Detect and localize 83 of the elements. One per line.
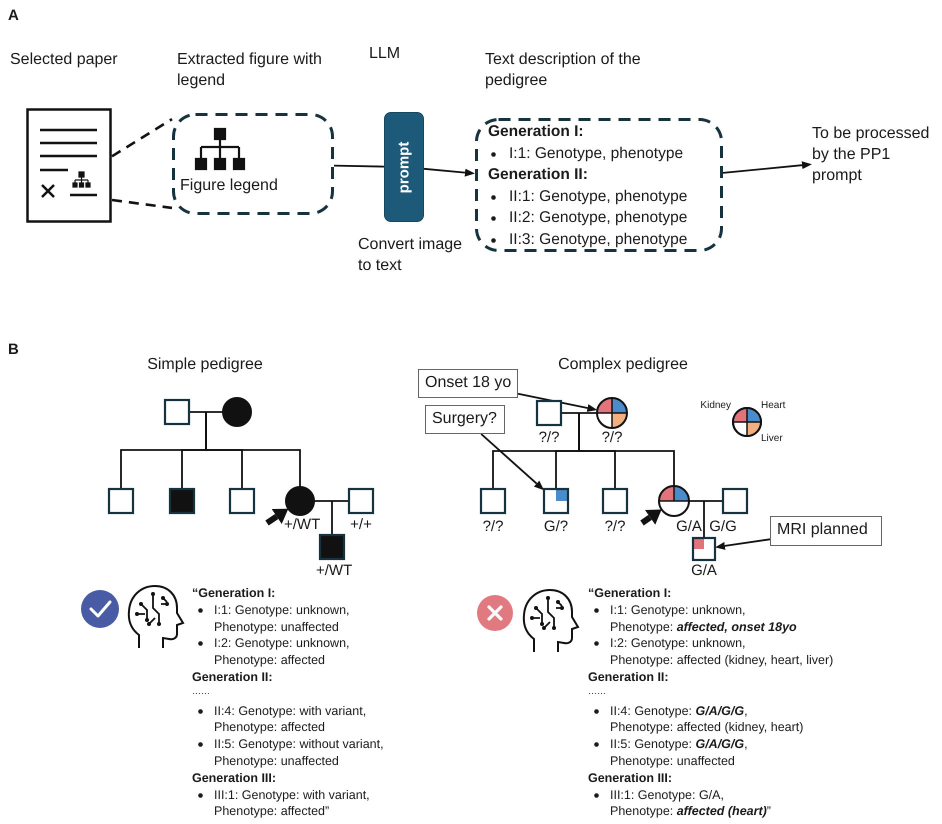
list-item: I:2: Genotype: unknown, bbox=[214, 635, 350, 652]
panel-label: B bbox=[8, 340, 19, 360]
list-item: III:1: Genotype: G/A, bbox=[610, 786, 724, 803]
list-item: Phenotype: affected bbox=[214, 652, 325, 668]
list-item: I:2: Genotype: unknown, bbox=[610, 635, 746, 652]
marriage-line bbox=[314, 500, 349, 502]
arrow bbox=[424, 168, 475, 177]
proband-arrow bbox=[640, 509, 662, 526]
list-item: II:4: Genotype: G/A/G/G, bbox=[610, 702, 748, 719]
marriage-line bbox=[561, 412, 597, 414]
list-item: Phenotype: affected, onset 18yo bbox=[610, 618, 797, 635]
list-item: II:2: Genotype, phenotype bbox=[509, 208, 688, 228]
section-heading: Generation III: bbox=[588, 770, 672, 786]
section-heading: “Generation I: bbox=[588, 585, 672, 601]
list-item: II:4: Genotype: with variant, bbox=[214, 702, 366, 719]
list-item: Phenotype: affected (kidney, heart, liver) bbox=[610, 652, 834, 668]
genotype-label: ?/? bbox=[600, 428, 624, 447]
ellipsis-text: …… bbox=[192, 684, 210, 698]
ellipsis-text: …… bbox=[588, 684, 606, 698]
callout-box: Onset 18 yo bbox=[418, 369, 518, 398]
marriage-line bbox=[189, 411, 223, 413]
section-title: Simple pedigree bbox=[146, 355, 264, 375]
genotype-label: ?/? bbox=[482, 517, 504, 536]
list-item: Phenotype: unaffected bbox=[214, 753, 339, 769]
list-item: Phenotype: unaffected bbox=[214, 618, 339, 635]
pedigree-square bbox=[107, 487, 135, 515]
section-title: Complex pedigree bbox=[557, 355, 689, 375]
list-item: II:5: Genotype: G/A/G/G, bbox=[610, 736, 748, 752]
callout-box: MRI planned bbox=[770, 516, 882, 546]
pedigree-square bbox=[228, 487, 256, 515]
section-heading: Generation II: bbox=[192, 669, 273, 685]
list-item: Phenotype: affected (kidney, heart) bbox=[610, 719, 804, 736]
arrow bbox=[722, 161, 812, 174]
leader-arrow bbox=[480, 433, 544, 490]
descent-line bbox=[703, 501, 705, 538]
prompt-box: prompt bbox=[384, 112, 424, 222]
genotype-label: G/A bbox=[690, 561, 718, 580]
section-heading: Generation II: bbox=[588, 669, 669, 685]
list-item: Phenotype: affected” bbox=[214, 803, 330, 820]
pedigree-square bbox=[168, 487, 196, 515]
zoom-line bbox=[112, 198, 172, 210]
heading-text: Extracted figure with legend bbox=[177, 50, 323, 91]
list-item: Phenotype: unaffected bbox=[610, 753, 735, 769]
section-heading: “Generation I: bbox=[192, 585, 276, 601]
list-item: II:3: Genotype, phenotype bbox=[509, 230, 688, 250]
list-item: I:1: Genotype: unknown, bbox=[610, 602, 746, 618]
section-heading: Generation III: bbox=[192, 770, 276, 786]
legend-label: Liver bbox=[761, 432, 784, 446]
zoom-line bbox=[111, 118, 173, 158]
marriage-line bbox=[689, 500, 723, 502]
section-heading: Generation II: bbox=[488, 165, 589, 185]
list-item: III:1: Genotype: with variant, bbox=[214, 786, 370, 803]
genotype-label: G/G bbox=[708, 517, 738, 536]
figure-caption: Figure legend bbox=[180, 176, 279, 196]
legend-label: Heart bbox=[761, 399, 786, 413]
leader-arrow bbox=[518, 392, 598, 412]
section-heading: Generation I: bbox=[488, 122, 585, 142]
leader-arrow bbox=[715, 538, 770, 550]
descent-line bbox=[331, 501, 333, 535]
pedigree-circle bbox=[221, 396, 253, 428]
list-item: I:1: Genotype, phenotype bbox=[509, 144, 684, 164]
legend-label: Kidney bbox=[699, 399, 731, 413]
proband-arrow bbox=[265, 508, 288, 526]
list-item: I:1: Genotype: unknown, bbox=[214, 602, 350, 618]
genotype-label: G/A bbox=[675, 517, 703, 536]
list-item: Phenotype: affected bbox=[214, 719, 325, 736]
callout-box: Surgery? bbox=[425, 405, 505, 434]
pedigree-square bbox=[163, 398, 191, 426]
note-text: To be processed by the PP1 prompt bbox=[812, 124, 940, 192]
panel-label: A bbox=[8, 6, 19, 26]
genotype-label: ?/? bbox=[604, 517, 626, 536]
genotype-label: G/? bbox=[542, 517, 570, 536]
list-item: II:5: Genotype: without variant, bbox=[214, 736, 384, 752]
heading-text: Text description of the pedigree bbox=[485, 50, 642, 91]
genotype-label: ?/? bbox=[538, 428, 560, 447]
connector-line bbox=[334, 164, 384, 168]
heading-text: Selected paper bbox=[10, 50, 119, 70]
genotype-label: +/+ bbox=[349, 515, 373, 534]
list-item: II:1: Genotype, phenotype bbox=[509, 186, 688, 206]
descent-line bbox=[205, 412, 301, 487]
heading-text: LLM bbox=[369, 44, 402, 64]
list-item: Phenotype: affected (heart)” bbox=[610, 803, 771, 820]
step-caption: Convert image to text bbox=[358, 235, 464, 276]
